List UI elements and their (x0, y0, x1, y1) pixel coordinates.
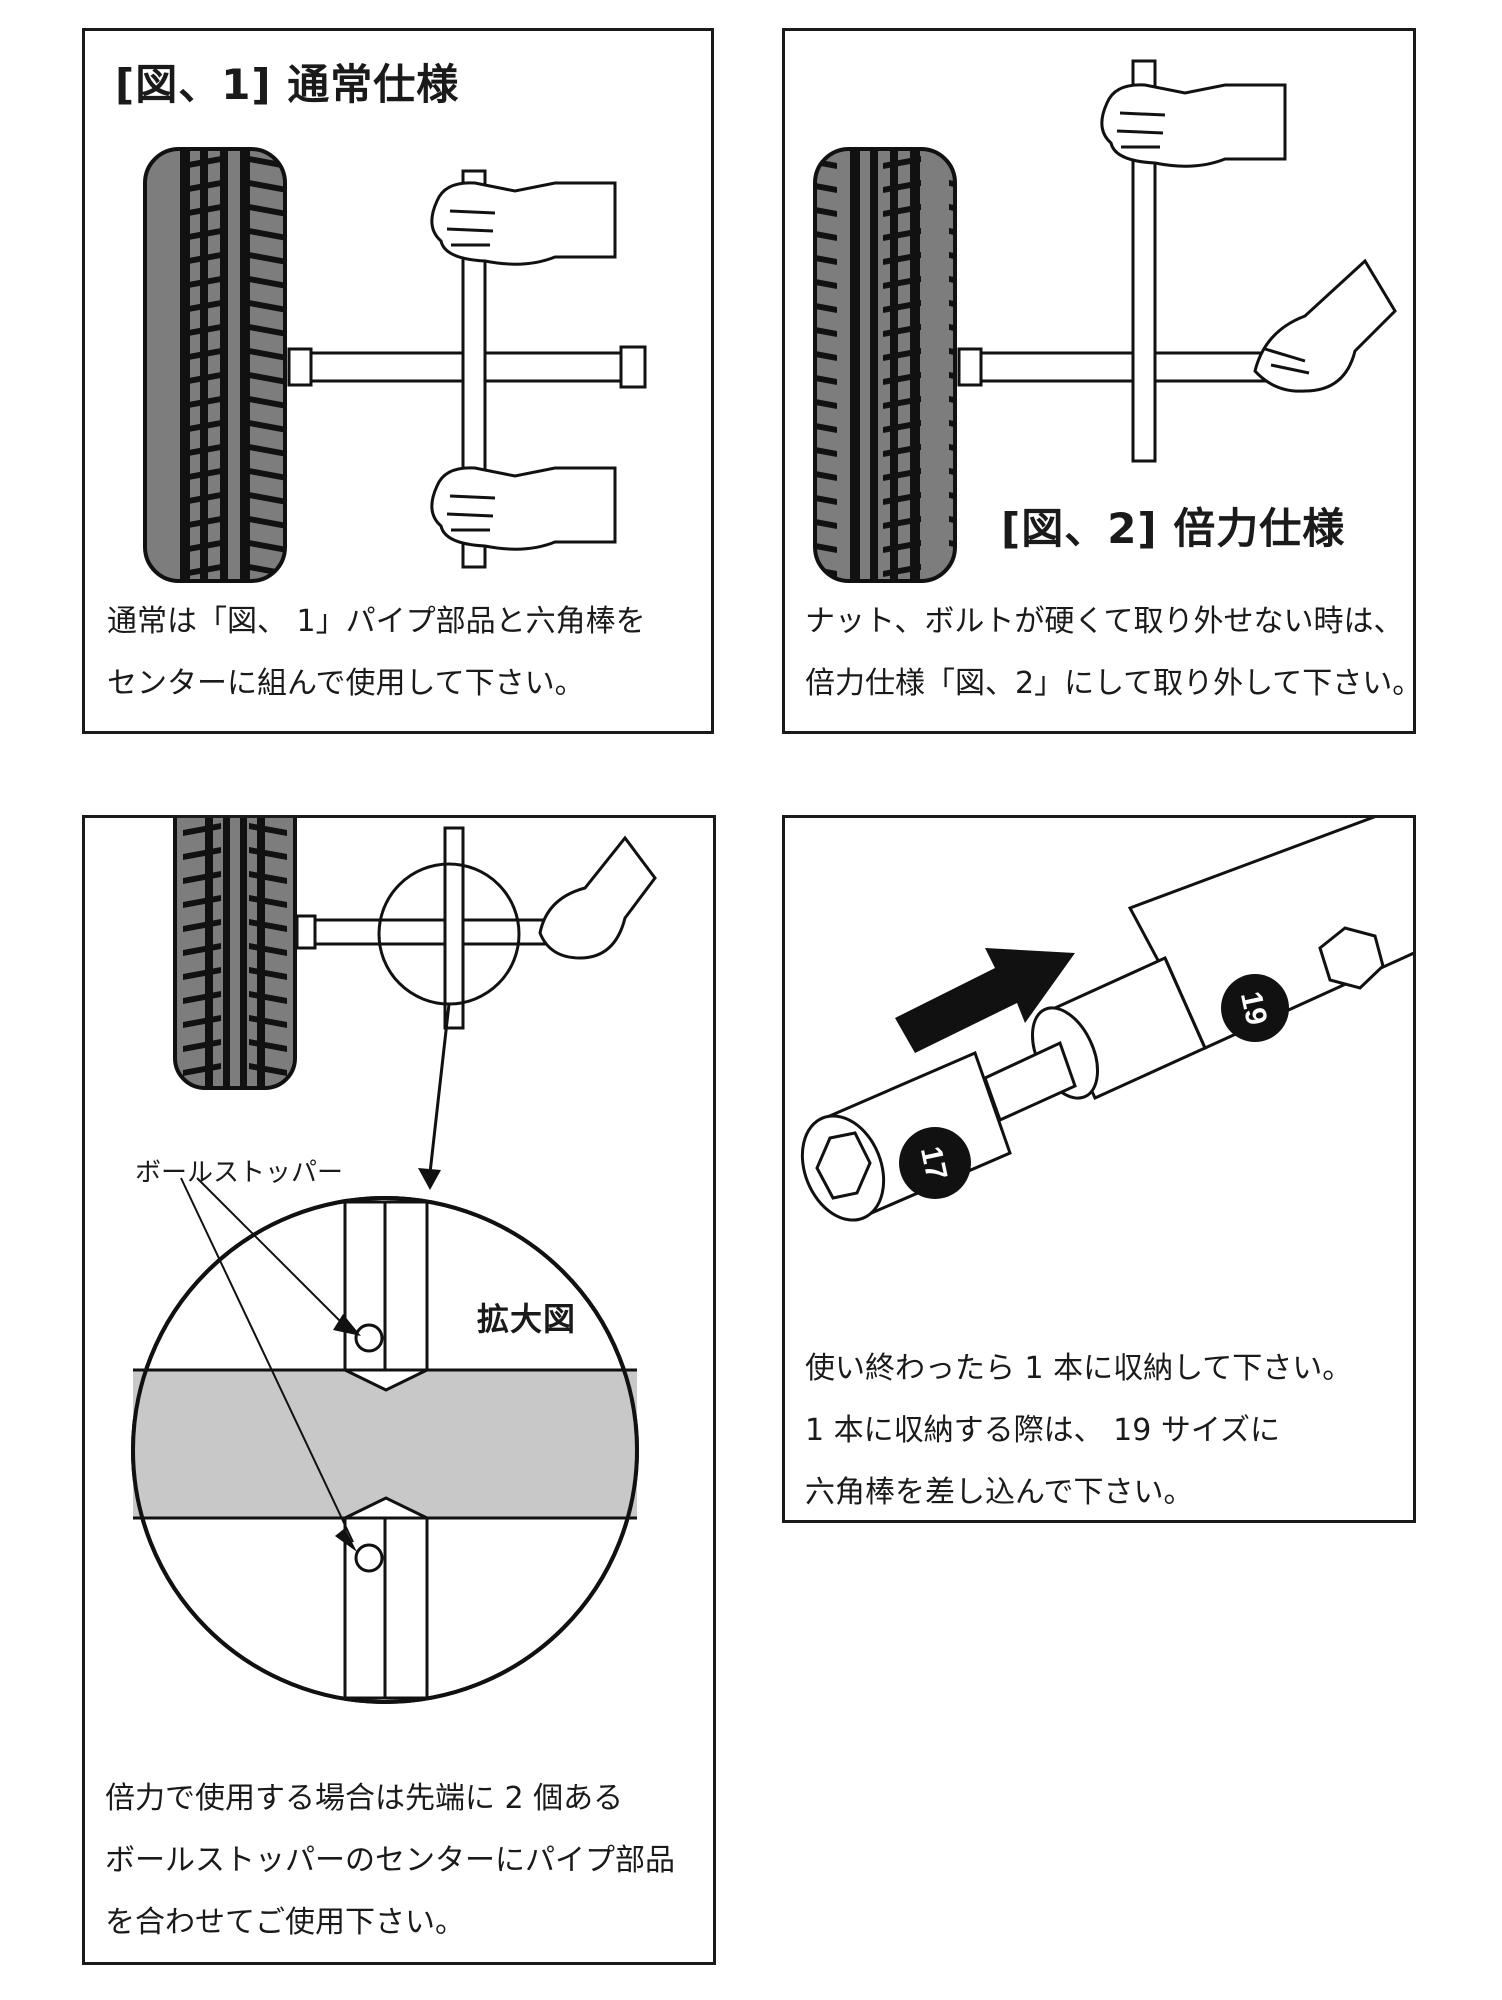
figure-2-illustration (813, 59, 1397, 583)
ball-stopper-upper (354, 1323, 384, 1353)
tire (143, 147, 287, 583)
size-label-17: 17 (914, 1144, 953, 1184)
figure-1-caption: 通常は「図、 1」パイプ部品と六角棒を センターに組んで使用して下さい。 (107, 604, 646, 701)
insert-arrow (895, 948, 1075, 1053)
panel-storage: 17 19 使い終わったら 1 本に収納して下さい。 1 本に収納する際は、 1… (782, 815, 1416, 1523)
tire (813, 147, 957, 583)
hand (538, 835, 657, 960)
hand-right (1253, 258, 1397, 393)
figure-3-illustration (131, 818, 657, 1704)
ball-stopper-label: ボールストッパー (135, 1158, 344, 1188)
tire (173, 818, 297, 1090)
hand-top (1100, 83, 1287, 168)
pipe-19 (1031, 818, 1413, 1100)
size-badge-19 (1221, 974, 1289, 1042)
panel-normal-mode: [図、1] 通常仕様 通常は「図、 1」パイプ部品と六角棒を センターに組んで使… (82, 28, 714, 734)
figure-2-caption: ナット、ボルトが硬くて取り外せない時は、 倍力仕様「図、2」にして取り外して下さ… (805, 604, 1416, 701)
zoom-arrow (428, 1003, 451, 1174)
hand-lower (430, 466, 617, 551)
hand-upper (430, 181, 617, 266)
hex-bar (983, 1040, 1077, 1123)
stopper-leader-lines (180, 1177, 354, 1543)
figure-3-caption: 倍力で使用する場合は先端に 2 個ある ボールストッパーのセンターにパイプ部品 … (105, 1781, 675, 1940)
panel-ball-stopper-detail: ボールストッパー 拡大図 倍力で使用する場合は先端に 2 個ある ボールストッパ… (82, 815, 716, 1965)
figure-2-title: [図、2] 倍力仕様 (1001, 504, 1346, 553)
wrench-bar (295, 826, 557, 1030)
panel-boost-mode: [図、2] 倍力仕様 ナット、ボルトが硬くて取り外せない時は、 倍力仕様「図、2… (782, 28, 1416, 734)
size-badge-17 (899, 1127, 971, 1199)
socket-17 (800, 1050, 1012, 1222)
figure-1-title: [図、1] 通常仕様 (115, 60, 460, 109)
zoom-label: 拡大図 (477, 1300, 577, 1338)
size-label-19: 19 (1234, 989, 1273, 1029)
zoom-circle-large (131, 1196, 639, 1704)
ball-stopper-lower (354, 1543, 384, 1573)
figure-4-illustration: 17 19 (800, 818, 1413, 1222)
figure-4-caption: 使い終わったら 1 本に収納して下さい。 1 本に収納する際は、 19 サイズに… (805, 1351, 1353, 1510)
hex-end (1318, 926, 1385, 990)
figure-1-illustration (143, 147, 647, 583)
